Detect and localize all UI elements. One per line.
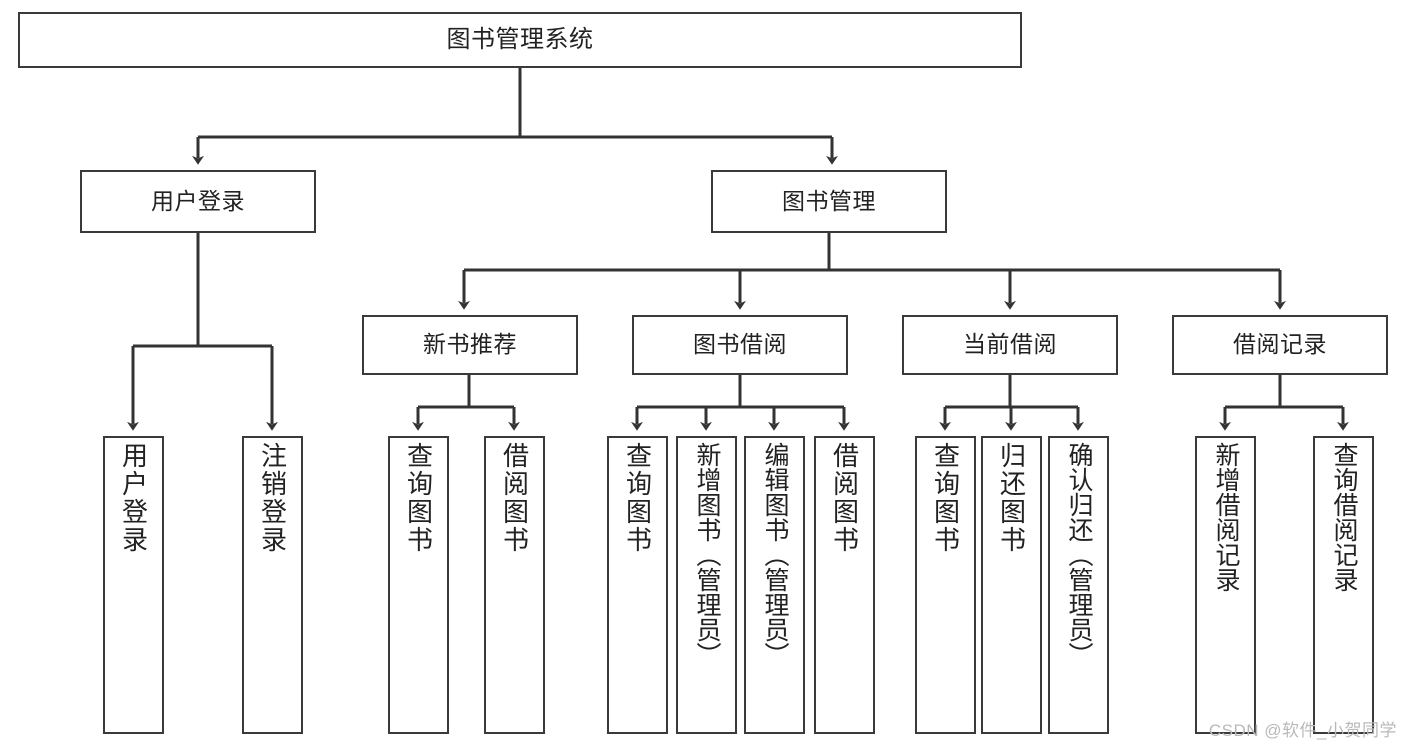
node-borrow-record[interactable]: 借阅记录 (1172, 315, 1388, 375)
node-book-borrow[interactable]: 图书借阅 (632, 315, 848, 375)
leaf-query-borrow-record[interactable]: 查询借阅记录 (1313, 436, 1374, 734)
node-label: 归还图书 (996, 442, 1027, 554)
node-label: 当前借阅 (963, 331, 1057, 358)
node-label: 图书管理 (782, 187, 876, 214)
leaf-logout[interactable]: 注销登录 (242, 436, 303, 734)
node-new-book-recommend[interactable]: 新书推荐 (362, 315, 578, 375)
leaf-query-book-borrow[interactable]: 查询图书 (607, 436, 668, 734)
node-current-borrow[interactable]: 当前借阅 (902, 315, 1118, 375)
node-label: 查询图书 (403, 442, 434, 554)
node-label: 图书借阅 (693, 331, 787, 358)
leaf-query-book-newbook[interactable]: 查询图书 (388, 436, 449, 734)
leaf-edit-book-admin[interactable]: 编辑图书（管理员） (744, 436, 805, 734)
node-label: 借阅记录 (1233, 331, 1327, 358)
node-label: 新增图书（管理员） (693, 442, 721, 667)
node-label: 确认归还（管理员） (1065, 442, 1093, 667)
node-label: 借阅图书 (499, 442, 530, 554)
node-label: 借阅图书 (829, 442, 860, 554)
node-label: 编辑图书（管理员） (761, 442, 789, 667)
node-label: 查询借阅记录 (1330, 442, 1358, 592)
node-book-management[interactable]: 图书管理 (711, 170, 947, 233)
node-label: 查询图书 (930, 442, 961, 554)
node-root-system[interactable]: 图书管理系统 (18, 12, 1022, 68)
node-label: 图书管理系统 (446, 25, 594, 53)
leaf-borrow-book-newbook[interactable]: 借阅图书 (484, 436, 545, 734)
leaf-user-login[interactable]: 用户登录 (103, 436, 164, 734)
leaf-query-book-current[interactable]: 查询图书 (915, 436, 976, 734)
node-label: 新书推荐 (423, 331, 517, 358)
leaf-add-book-admin[interactable]: 新增图书（管理员） (676, 436, 737, 734)
leaf-add-borrow-record[interactable]: 新增借阅记录 (1195, 436, 1256, 734)
node-label: 注销登录 (257, 442, 288, 554)
leaf-borrow-book[interactable]: 借阅图书 (814, 436, 875, 734)
leaf-return-book[interactable]: 归还图书 (981, 436, 1042, 734)
csdn-watermark: CSDN @软件_小贺同学 (1208, 721, 1397, 740)
node-label: 用户登录 (151, 187, 245, 214)
node-label: 查询图书 (622, 442, 653, 554)
node-user-login[interactable]: 用户登录 (80, 170, 316, 233)
node-label: 用户登录 (118, 442, 149, 554)
node-label: 新增借阅记录 (1212, 442, 1240, 592)
leaf-confirm-return-admin[interactable]: 确认归还（管理员） (1048, 436, 1109, 734)
